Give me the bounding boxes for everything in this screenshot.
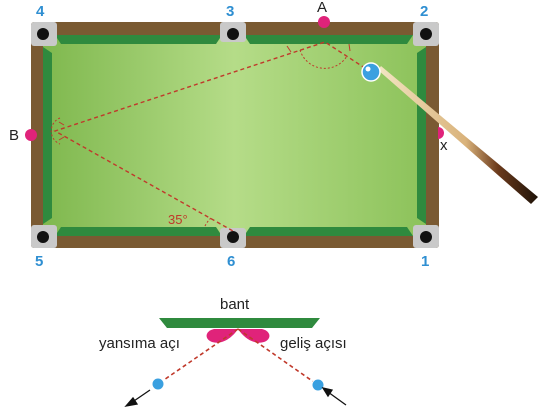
marker-a [318,16,330,28]
point-label-a: A [317,0,327,16]
marker-b [25,129,37,141]
pocket-label-1: 1 [421,253,429,270]
cushion-bar [159,318,320,328]
pocket-label-2: 2 [420,3,428,20]
pocket-label-4: 4 [36,3,45,20]
cushion-label: bant [220,296,250,313]
incoming-ball [312,379,324,391]
angle-35-label: 35° [168,212,188,227]
pocket-5-hole [37,231,49,243]
pocket-4-hole [37,28,49,40]
direction-arrows [126,388,346,406]
pocket-label-3: 3 [226,3,234,20]
angle-blobs [207,329,270,343]
pocket-label-5: 5 [35,253,43,270]
pocket-1-hole [420,231,432,243]
incidence-angle-label: geliş açısı [280,335,347,352]
point-label-b: B [9,127,19,144]
cue-ball [362,63,380,81]
cue-ball-highlight [366,67,371,72]
pocket-6-hole [227,231,239,243]
pocket-label-6: 6 [227,253,235,270]
point-label-x: x [440,137,448,154]
pocket-3-hole [227,28,239,40]
reflection-angle-label: yansıma açı [99,335,180,352]
outgoing-ball [152,378,164,390]
pocket-2-hole [420,28,432,40]
